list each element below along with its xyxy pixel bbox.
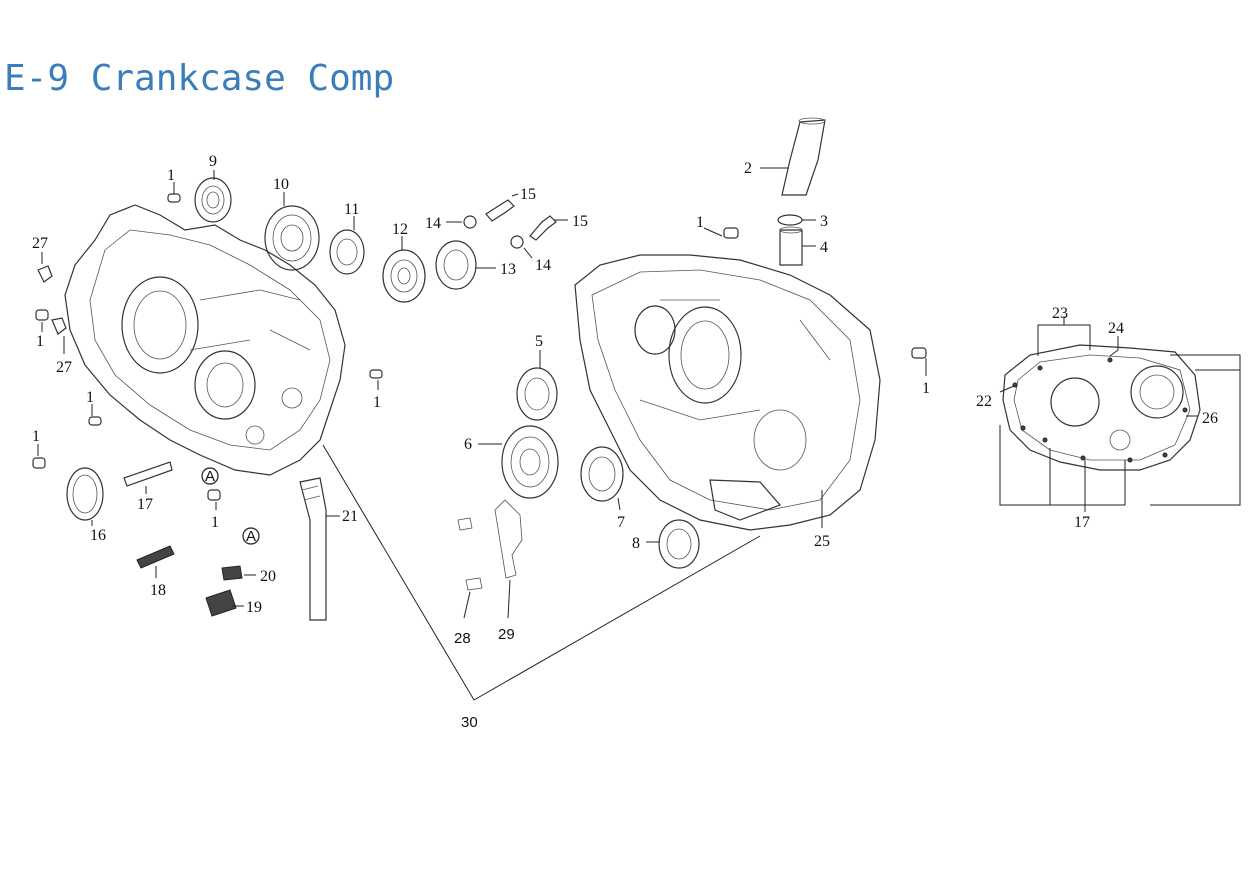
dowel-pins-right xyxy=(723,227,927,359)
bearing-13 xyxy=(435,240,477,290)
assembled-crankcase-view xyxy=(1002,344,1201,471)
bearing-8 xyxy=(658,519,700,569)
bearing-6 xyxy=(501,425,559,499)
callout-7: 7 xyxy=(617,514,625,531)
callout-27: 27 xyxy=(56,359,72,376)
callout-9: 9 xyxy=(209,153,217,170)
bearing-5 xyxy=(516,367,558,421)
callout-12: 12 xyxy=(392,221,408,238)
callout-19: 19 xyxy=(246,599,262,616)
hose-21 xyxy=(299,477,327,621)
oil-seal-16 xyxy=(66,467,104,521)
stud-17 xyxy=(123,461,173,487)
callout-17: 17 xyxy=(1074,514,1090,531)
callout-8: 8 xyxy=(632,535,640,552)
callout-22: 22 xyxy=(976,393,992,410)
marker-a-label: A xyxy=(205,468,215,485)
bearing-12 xyxy=(382,249,426,303)
bearing-9 xyxy=(194,177,232,223)
bearing-7 xyxy=(580,446,624,502)
bracket-28-29 xyxy=(457,499,523,591)
callout-10: 10 xyxy=(273,176,289,193)
callout-27: 27 xyxy=(32,235,48,252)
callout-21: 21 xyxy=(342,508,358,525)
callout-4: 4 xyxy=(820,239,828,256)
dowel-pins-left xyxy=(32,193,383,501)
callout-1: 1 xyxy=(167,167,175,184)
callout-24: 24 xyxy=(1108,320,1124,337)
callout-25: 25 xyxy=(814,533,830,550)
callout-labels: 1 9 10 11 12 14 15 15 14 13 27 1 27 1 1 … xyxy=(32,153,1218,731)
callout-18: 18 xyxy=(150,582,166,599)
bolt-18 xyxy=(136,545,175,569)
left-crankcase-half xyxy=(64,204,346,476)
breather-tube-2 xyxy=(781,117,826,196)
callout-29: 29 xyxy=(498,626,515,643)
callout-23: 23 xyxy=(1052,305,1068,322)
bearing-10 xyxy=(264,205,320,271)
callout-16: 16 xyxy=(90,527,106,544)
bushing-4 xyxy=(779,226,803,266)
callout-1: 1 xyxy=(36,333,44,350)
callout-3: 3 xyxy=(820,213,828,230)
callout-1: 1 xyxy=(211,514,219,531)
callout-17: 17 xyxy=(137,496,153,513)
washer-3 xyxy=(777,214,803,226)
callout-15: 15 xyxy=(520,186,536,203)
callout-1: 1 xyxy=(86,389,94,406)
callout-13: 13 xyxy=(500,261,516,278)
bearing-11 xyxy=(329,229,365,275)
marker-a-label: A xyxy=(246,528,256,545)
washer-14-and-bolt-15 xyxy=(463,199,557,249)
callout-26: 26 xyxy=(1202,410,1218,427)
callout-2: 2 xyxy=(744,160,752,177)
callout-14: 14 xyxy=(425,215,441,232)
callout-5: 5 xyxy=(535,333,543,350)
leader-lines xyxy=(37,167,1241,701)
reference-markers: A A xyxy=(201,467,260,545)
callout-15: 15 xyxy=(572,213,588,230)
callout-1: 1 xyxy=(32,428,40,445)
right-crankcase-half xyxy=(574,254,881,531)
callout-11: 11 xyxy=(344,201,359,218)
clip-27 xyxy=(37,265,67,335)
callout-14: 14 xyxy=(535,257,551,274)
callout-6: 6 xyxy=(464,436,472,453)
diagram-title: E-9 Crankcase Comp xyxy=(4,58,395,99)
callout-30: 30 xyxy=(461,714,478,731)
callout-1: 1 xyxy=(696,214,704,231)
callout-1: 1 xyxy=(922,380,930,397)
callout-20: 20 xyxy=(260,568,276,585)
callout-1: 1 xyxy=(373,394,381,411)
callout-28: 28 xyxy=(454,630,471,647)
